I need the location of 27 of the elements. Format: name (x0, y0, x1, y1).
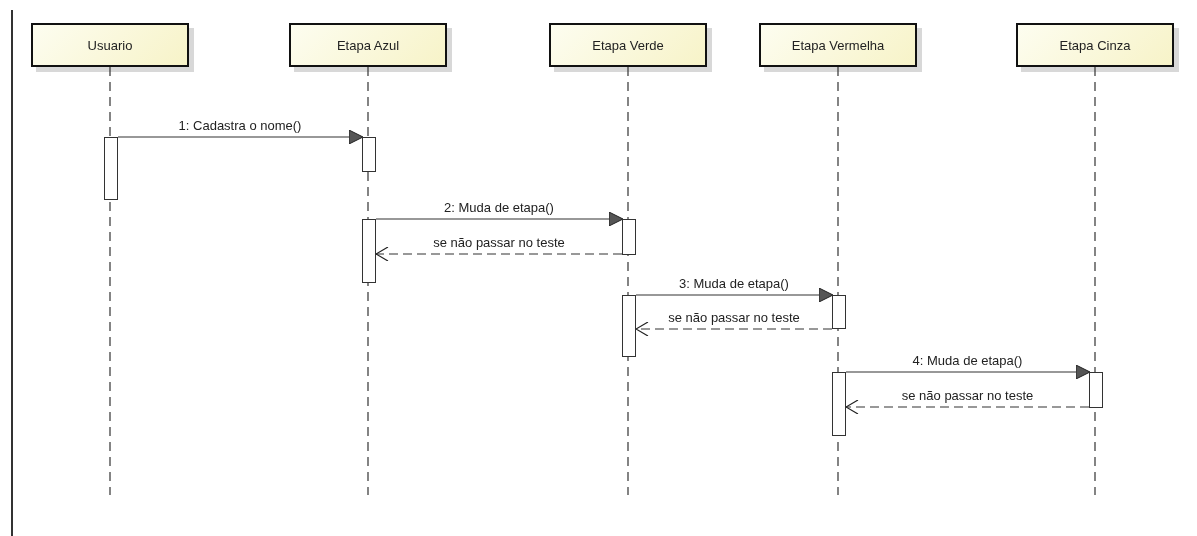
activation-bar (362, 137, 376, 172)
lifeline-name: Etapa Azul (336, 37, 400, 53)
message-label: 3: Muda de etapa() (677, 276, 791, 292)
message-arrow (845, 364, 1091, 380)
lifeline-name: Usuario (87, 37, 133, 53)
activation-bar (362, 219, 376, 283)
activation-bar (832, 372, 846, 436)
return-message-arrow (845, 399, 1090, 415)
activation-bar (104, 137, 118, 200)
lifeline-name: Etapa Cinza (1059, 37, 1131, 53)
message-label: 2: Muda de etapa() (442, 200, 556, 216)
message-arrow (117, 129, 364, 145)
lifeline-name: Etapa Verde (592, 37, 664, 53)
lifeline-name: Etapa Vermelha (791, 37, 885, 53)
message-label: se não passar no teste (899, 388, 1036, 404)
activation-bar (832, 295, 846, 329)
activation-bar (1089, 372, 1103, 408)
message-label: 4: Muda de etapa() (910, 353, 1025, 369)
activation-bar (622, 219, 636, 255)
return-message-arrow (375, 246, 623, 262)
activation-bar (622, 295, 636, 357)
message-label: se não passar no teste (666, 310, 802, 326)
message-arrow (375, 211, 624, 227)
message-label: 1: Cadastra o nome() (176, 118, 304, 134)
message-arrow (635, 287, 834, 303)
return-message-arrow (635, 321, 833, 337)
message-label: se não passar no teste (431, 235, 567, 251)
